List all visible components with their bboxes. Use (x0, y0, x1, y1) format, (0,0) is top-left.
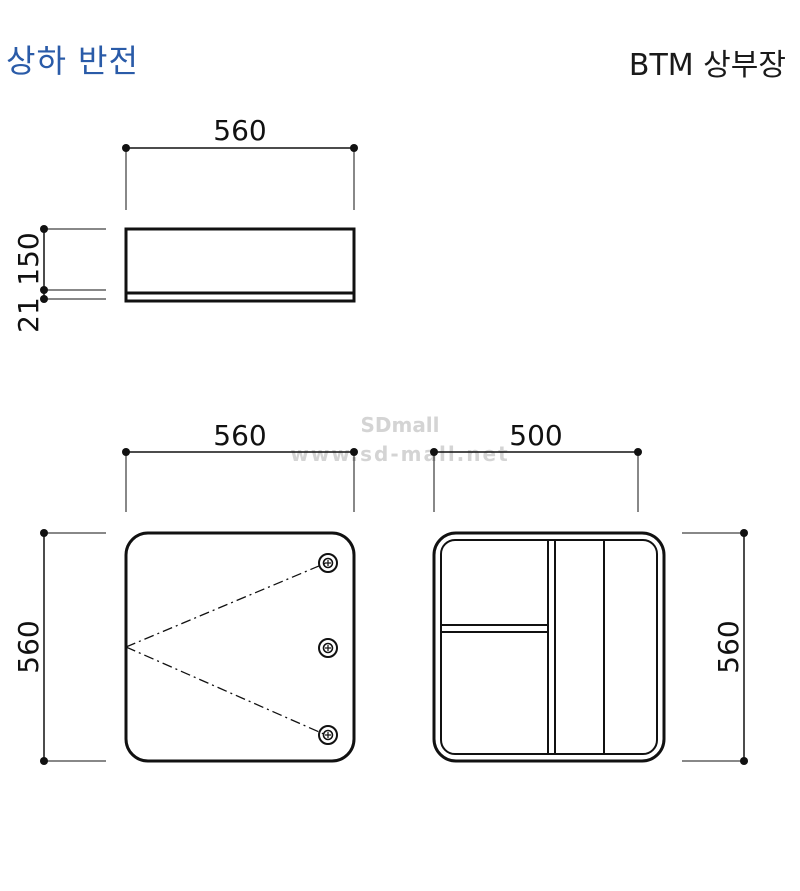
cabinet-body-elevation (124, 227, 356, 295)
dimension-dot (40, 225, 48, 233)
dimension-label-front-height: 560 (12, 620, 45, 673)
front-view (40, 448, 358, 765)
elevation-view (40, 144, 358, 303)
dimension-dot (40, 529, 48, 537)
orientation-title: 상하 반전 (6, 42, 139, 80)
watermark: SDmall www.sd-mall.net (290, 413, 509, 466)
dimension-label-side-21: 21 (12, 297, 45, 333)
horizontal-shelf (440, 624, 549, 633)
cabinet-base-strip (124, 291, 356, 303)
dimension-dot (40, 295, 48, 303)
dimension-dot (740, 757, 748, 765)
dimension-dot (122, 448, 130, 456)
interior-view (430, 448, 748, 765)
cabinet-outer-frame (432, 531, 666, 763)
dimension-label-back-width: 500 (509, 419, 562, 452)
dimension-dot (740, 529, 748, 537)
dimension-dot (350, 144, 358, 152)
dimension-dot (634, 448, 642, 456)
hinge-knob (318, 553, 338, 573)
dimension-label-top-width: 560 (213, 114, 266, 147)
watermark-brand: SDmall (360, 413, 439, 437)
hinge-knob (318, 725, 338, 745)
dimension-dot (122, 144, 130, 152)
dimension-label-back-height: 560 (712, 620, 745, 673)
watermark-url: www.sd-mall.net (290, 442, 509, 466)
product-name: BTM 상부장 (628, 48, 786, 83)
hinge-swing-line (125, 646, 327, 736)
hinge-knob (318, 638, 338, 658)
dimension-label-side-150: 150 (12, 232, 45, 285)
hinge-swing-line (125, 562, 327, 648)
dimension-dot (430, 448, 438, 456)
dimension-label-front-width: 560 (213, 419, 266, 452)
dimension-dot (350, 448, 358, 456)
dimension-dot (40, 286, 48, 294)
vertical-divider (547, 539, 556, 755)
dimension-dot (40, 757, 48, 765)
